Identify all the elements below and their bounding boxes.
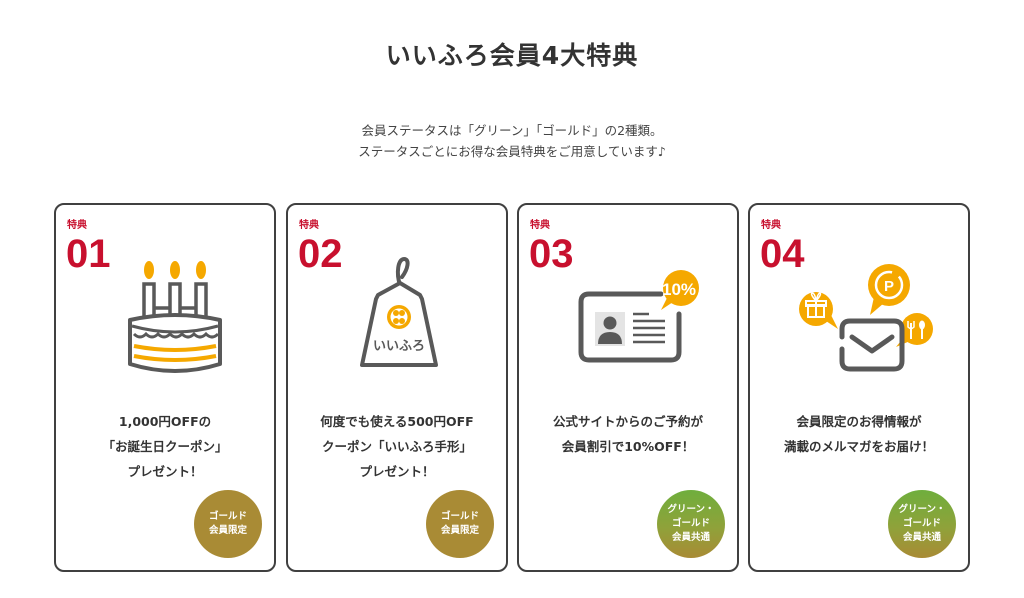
green-gold-member-badge: グリーン・ ゴールド 会員共通 [888,490,956,558]
benefit-description: 公式サイトからのご予約が 会員割引で10%OFF！ [552,414,703,454]
benefit-label: 特典 [67,220,87,231]
intro-line: 会員ステータスは「グリーン」「ゴールド」の2種類。 [361,123,663,138]
birthday-cake-icon [126,260,224,380]
green-gold-member-badge: グリーン・ ゴールド 会員共通 [657,490,725,558]
benefit-label: 特典 [761,220,781,231]
svg-text:P: P [884,278,894,295]
benefit-description: 会員限定のお得情報が 満載のメルマガをお届け！ [783,414,934,454]
svg-text:いいふろ: いいふろ [373,339,425,354]
intro-text: 会員ステータスは「グリーン」「ゴールド」の2種類。 ステータスごとにお得な会員特… [0,120,1024,162]
benefit-card-04: 特典 04 P 会員限定のお得情報が [748,203,970,572]
benefit-number: 03 [529,232,574,276]
benefit-description: 何度でも使える500円OFF クーポン「いいふろ手形」 プレゼント！ [320,414,474,479]
benefit-label: 特典 [299,220,319,231]
benefit-number: 02 [298,232,343,276]
page-title: いいふろ会員4大特典 [385,41,639,70]
gold-member-badge: ゴールド 会員限定 [194,490,262,558]
benefit-card-01: 特典 01 1,000円OFFの 「お誕生日クーポン」 プレゼント！ ゴールド … [54,203,276,572]
benefit-number: 04 [760,232,805,276]
gold-member-badge: ゴールド 会員限定 [426,490,494,558]
member-card-discount-icon: 10% [575,268,699,368]
svg-text:10%: 10% [662,280,696,299]
benefit-label: 特典 [530,220,550,231]
intro-line: ステータスごとにお得な会員特典をご用意しています♪ [358,144,666,159]
benefit-number: 01 [66,232,111,276]
benefit-card-02: 特典 02 いいふろ 何度でも使える500円OFF クーポン「いいふろ手形」 プ… [286,203,508,572]
iifuro-tag-coupon-icon: いいふろ [356,255,442,375]
benefit-description: 1,000円OFFの 「お誕生日クーポン」 プレゼント！ [102,414,228,479]
newsletter-mail-icon: P [796,263,936,377]
benefit-card-03: 特典 03 10% 公式サイトからのご予約が 会員割引で10%OFF！ グリーン… [517,203,739,572]
